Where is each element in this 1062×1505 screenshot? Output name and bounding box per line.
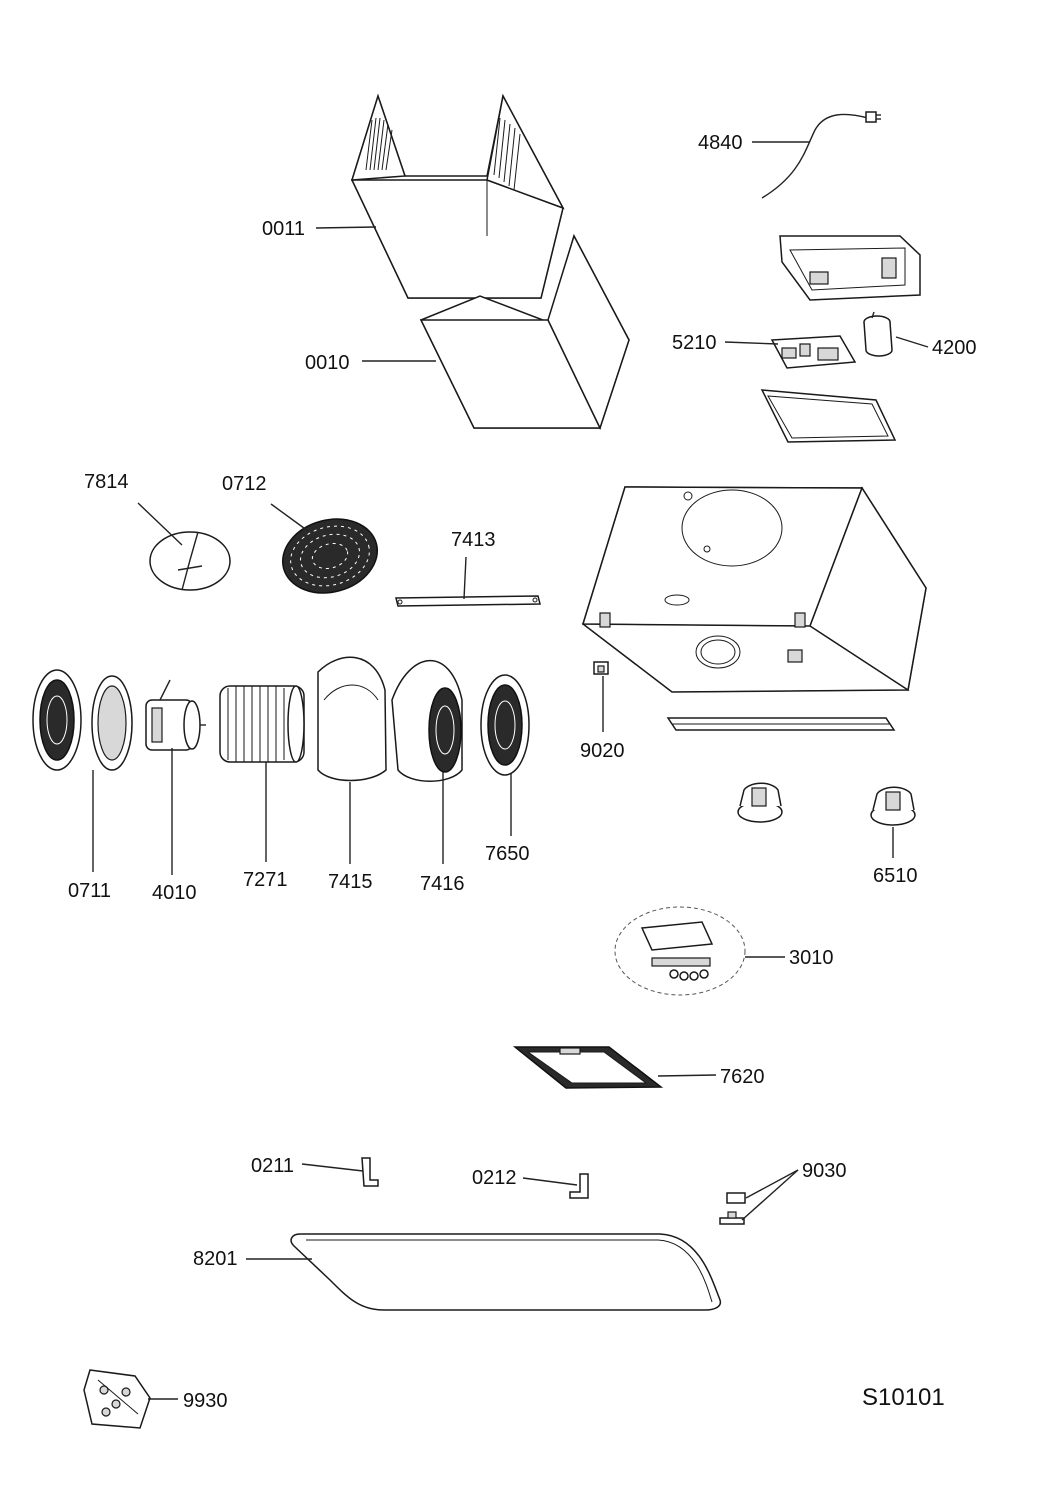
bracket-0212 xyxy=(569,1173,589,1199)
label-7413: 7413 xyxy=(451,529,496,551)
label-4840: 4840 xyxy=(698,132,743,154)
leader-lines xyxy=(92,141,929,1400)
control-knob-right xyxy=(870,786,916,826)
label-0711: 0711 xyxy=(68,880,111,902)
switch-kit xyxy=(614,906,746,996)
control-board xyxy=(770,335,857,369)
blower-housing-left xyxy=(317,656,387,782)
label-7416: 7416 xyxy=(420,873,465,895)
part-labels: 0011 0010 4840 5210 4200 7814 0712 7413 … xyxy=(68,132,977,1412)
label-6510: 6510 xyxy=(873,865,918,887)
label-0011: 0011 xyxy=(262,218,305,240)
electrical-box-tray xyxy=(760,389,897,443)
diagram-reference-code: S10101 xyxy=(862,1384,945,1411)
support-bar xyxy=(395,595,541,607)
motor xyxy=(145,679,206,751)
label-4200: 4200 xyxy=(932,337,977,359)
label-7620: 7620 xyxy=(720,1066,765,1088)
label-0212: 0212 xyxy=(472,1167,517,1189)
chimney-upper-cover xyxy=(350,93,565,299)
power-cord xyxy=(761,111,881,199)
label-9020: 9020 xyxy=(580,740,625,762)
backdraft-flap xyxy=(149,531,231,591)
fan-guard-left xyxy=(32,669,82,771)
control-knob-left xyxy=(737,782,783,823)
label-0712: 0712 xyxy=(222,473,267,495)
label-4010: 4010 xyxy=(152,882,197,904)
label-5210: 5210 xyxy=(672,332,717,354)
round-carbon-filter xyxy=(281,518,379,594)
label-0010: 0010 xyxy=(305,352,350,374)
label-7271: 7271 xyxy=(243,869,288,891)
label-7415: 7415 xyxy=(328,871,373,893)
label-3010: 3010 xyxy=(789,947,834,969)
electrical-box-cover xyxy=(779,235,921,301)
blower-housing-right xyxy=(391,659,463,782)
label-7650: 7650 xyxy=(485,843,530,865)
clip-9030 xyxy=(719,1192,746,1225)
accessory-bag xyxy=(83,1369,151,1429)
label-7814: 7814 xyxy=(84,471,129,493)
label-9030: 9030 xyxy=(802,1160,847,1182)
bottom-glass-panel xyxy=(290,1233,722,1311)
mounting-clip xyxy=(593,661,609,675)
capacitor xyxy=(863,311,893,357)
chimney-lower-cover xyxy=(419,234,630,431)
grease-filter xyxy=(512,1046,664,1089)
front-rail xyxy=(666,717,896,731)
bracket-0211 xyxy=(361,1157,379,1187)
motor-mount-plate xyxy=(91,675,133,771)
label-8201: 8201 xyxy=(193,1248,238,1270)
label-9930: 9930 xyxy=(183,1390,228,1412)
label-0211: 0211 xyxy=(251,1155,294,1177)
fan-guard-right xyxy=(480,674,530,776)
hood-body xyxy=(581,486,927,693)
blower-wheel xyxy=(219,685,305,763)
